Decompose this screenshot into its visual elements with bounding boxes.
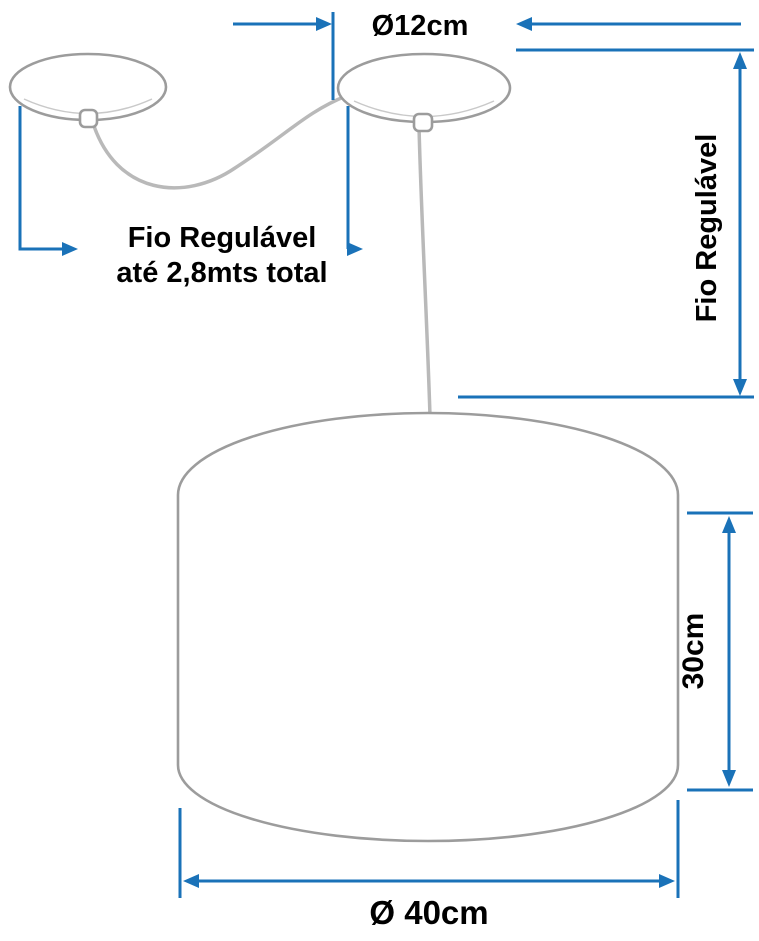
diameter-40-dimension [178, 800, 680, 898]
height-30-dimension [687, 511, 753, 792]
shade-diameter-label: Ø 40cm [369, 894, 488, 931]
center-canopy-cord-nipple [412, 112, 434, 133]
dia12-right-arrow-icon [516, 17, 532, 31]
canopy-diameter-label: Ø12cm [372, 10, 469, 42]
right-leader-arrow-icon [347, 242, 363, 256]
adjustable-cord-label-line1: Fio Regulável [128, 222, 317, 254]
fio-regulavel-dimension [458, 48, 754, 399]
connecting-cord [90, 94, 348, 190]
diameter-12-dimension [233, 12, 741, 100]
cord-leader-arrows [18, 106, 363, 256]
fio-down-arrow-icon [733, 379, 747, 396]
center-canopy [336, 52, 512, 133]
left-leader-line [18, 106, 62, 251]
left-leader-arrow-icon [62, 242, 78, 256]
hanging-cord [417, 124, 432, 418]
adjustable-cord-vertical-label: Fio Regulável [691, 134, 723, 323]
dia40-right-arrow-icon [659, 874, 675, 888]
h30-down-arrow-icon [722, 770, 736, 787]
fio-up-arrow-icon [733, 52, 747, 69]
center-canopy-disc [336, 52, 512, 124]
shade-height-label: 30cm [677, 613, 710, 690]
left-canopy [8, 52, 168, 129]
adjustable-cord-label-line2: até 2,8mts total [116, 257, 327, 289]
dia40-left-arrow-icon [183, 874, 199, 888]
dia12-left-arrow-icon [316, 17, 332, 31]
left-canopy-cord-nipple [78, 108, 99, 129]
lamp-shade [176, 411, 680, 843]
h30-up-arrow-icon [722, 516, 736, 533]
